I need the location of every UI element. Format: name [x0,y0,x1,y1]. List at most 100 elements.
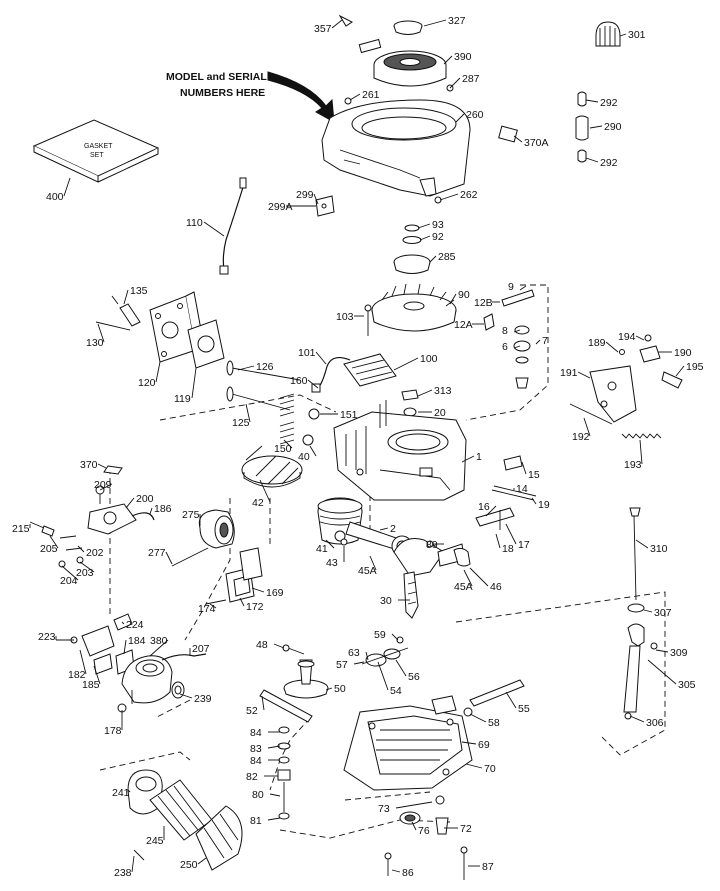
valve-125 [226,386,291,411]
part-label-87: 87 [482,861,494,873]
crank-rod-55 [469,679,525,707]
leader-line-203 [79,561,95,573]
leader-line-55 [505,691,517,709]
leader-line-204 [61,565,79,581]
carb-intake-200 [87,485,155,535]
note-arrow [267,71,335,123]
part-label-135: 135 [130,285,148,297]
part-label-40: 40 [298,451,310,463]
part-label-186: 186 [154,503,172,515]
dipstick-310 [629,507,641,601]
spring-193 [621,433,662,439]
part-label-194: 194 [618,331,636,343]
part-label-63: 63 [348,647,360,659]
part-label-120: 120 [138,377,156,389]
part-label-178: 178 [104,725,122,737]
part-label-172: 172 [246,601,264,613]
part-label-169: 169 [266,587,284,599]
oil-pump-stack [277,726,291,820]
part-label-275: 275 [182,509,200,521]
leader-line-186 [149,507,153,515]
leader-line-1 [461,455,475,463]
leader-line-90 [449,293,457,305]
part-label-125: 125 [232,417,250,429]
leader-line-46 [469,567,489,587]
leader-line-172 [239,597,245,607]
bracket-299 [315,195,335,217]
leader-line-205 [49,535,59,549]
leader-line-292 [585,99,599,103]
leader-line-81 [267,817,281,821]
muffler-275 [198,509,235,549]
leader-line-120 [155,361,161,383]
ground-wire-110 [219,177,247,275]
part-label-84: 84 [250,727,262,739]
part-label-8: 8 [502,325,508,337]
leader-line-182 [79,649,87,675]
part-label-207: 207 [192,643,210,655]
leader-line-224 [121,621,125,625]
oil-fill-tube-305 [623,623,658,720]
leader-line-194 [635,335,645,341]
leader-line-370 [97,463,107,469]
part-label-223: 223 [38,631,56,643]
note-line-1: MODEL and SERIAL [166,71,267,83]
part-label-130: 130 [86,337,104,349]
part-label-45A: 45A [358,565,377,577]
part-label-190: 190 [674,347,692,359]
leader-line-50 [325,687,333,691]
leader-line-390 [443,55,453,65]
part-label-70: 70 [484,763,496,775]
leader-line-101 [315,351,327,365]
part-label-82: 82 [246,771,258,783]
part-label-151: 151 [340,409,358,421]
leader-line-241 [127,789,131,793]
carb-bolts-202-205 [29,521,84,568]
part-label-110: 110 [186,217,203,229]
cylinder-block-1 [333,400,467,501]
leader-line-195 [675,365,685,377]
leader-line-92 [419,235,431,241]
muffler-bolt-277 [171,547,209,567]
piston-42 [241,445,303,488]
part-label-182: 182 [68,669,86,681]
leader-line-15 [521,461,527,475]
leader-line-174 [209,603,217,609]
part-label-45A: 45A [454,581,473,593]
part-label-12B: 12B [474,297,493,309]
leader-line-41 [325,539,335,549]
part-label-20: 20 [434,407,446,419]
leader-line-100 [393,357,419,371]
leader-line-58 [469,713,487,723]
leader-line-309 [655,649,669,653]
gasket-set-400: GASKET SET [32,119,160,183]
fuel-tank-380 [121,655,173,704]
part-label-313: 313 [434,385,452,397]
bolt-103 [364,304,372,336]
leader-line-56 [395,659,407,677]
part-label-81: 81 [250,815,262,827]
leader-line-370A [513,135,523,143]
leader-line-290 [589,125,603,129]
leader-line-287 [449,77,461,89]
part-label-299A: 299A [268,201,293,213]
head-gasket-119 [187,319,225,369]
part-label-192: 192 [572,431,590,443]
part-label-262: 262 [460,189,478,201]
leader-line-45A [369,555,377,571]
part-label-238: 238 [114,867,132,879]
part-label-93: 93 [432,219,444,231]
leader-line-306 [629,715,645,723]
leader-line-6 [513,345,521,349]
part-label-215: 215 [12,523,30,535]
part-label-370A: 370A [524,137,549,149]
throttle-link-parts [575,91,589,163]
part-label-380: 380 [150,635,168,647]
o-ring-239 [171,681,185,699]
leader-line-54 [377,661,389,691]
rope-handle-357 [338,14,353,27]
screw-238 [133,849,145,861]
assembly-dashed-lines [99,284,666,839]
leader-line-150 [283,439,293,449]
